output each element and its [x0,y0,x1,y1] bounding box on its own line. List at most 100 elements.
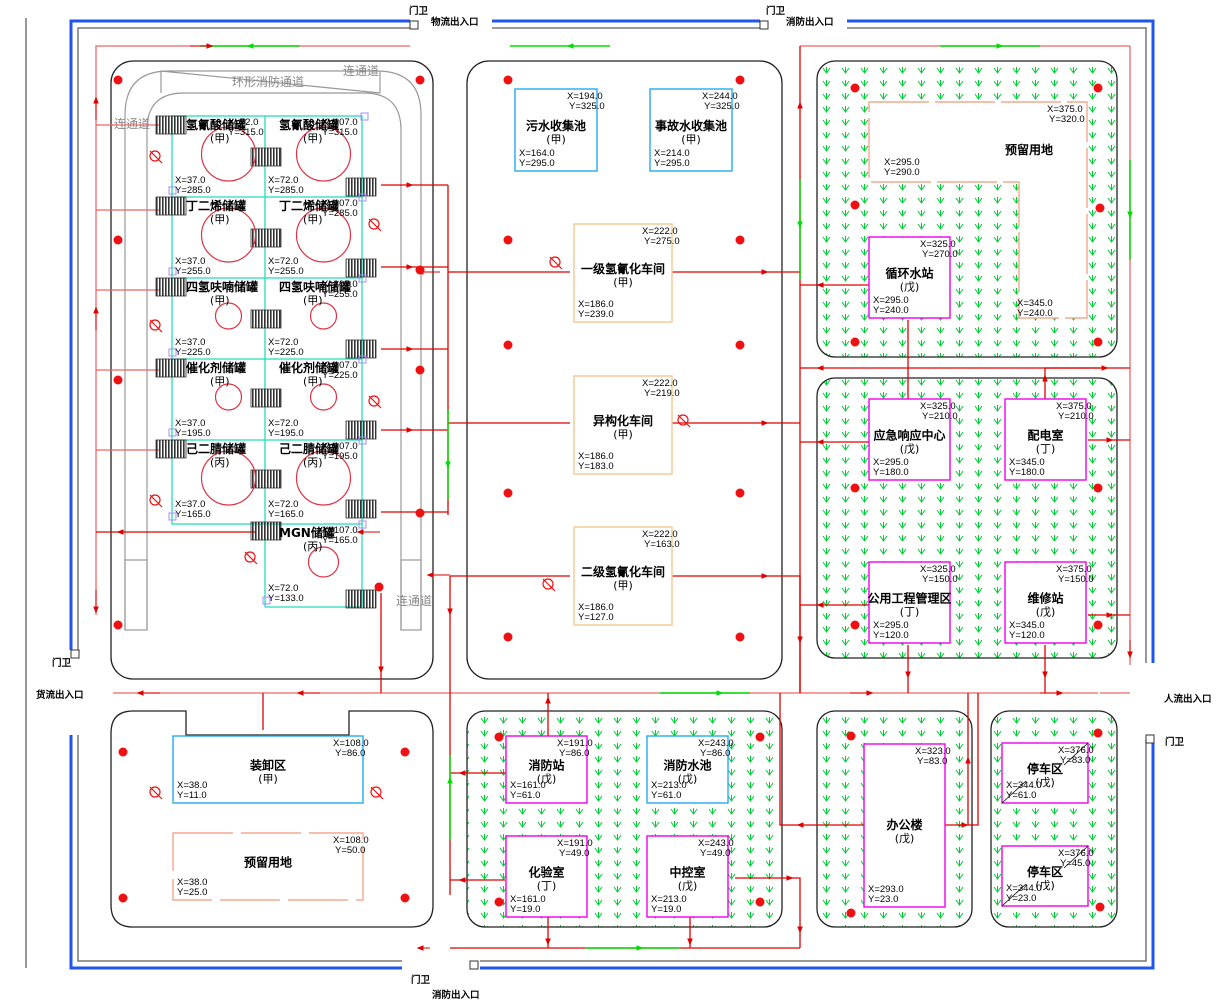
coord-top-right-x: X=107.0 [322,441,358,452]
tank-class: (甲) [210,375,230,388]
fire-hydrant-icon [503,488,513,498]
storage-tank[interactable]: 四氢呋喃储罐(甲)X=107.0Y=255.0X=72.0Y=225.0 [268,279,358,358]
building-utility-mgmt[interactable]: 公用工程管理区(丁)X=325.0Y=150.0X=295.0Y=120.0 [867,561,958,644]
corner-marker-icon [168,186,177,195]
monitor-stem [677,414,691,428]
storage-tank[interactable]: 丁二烯储罐(甲)X=37.0Y=255.0 [175,198,257,277]
building-reserve-ne[interactable]: 预留用地X=375.0Y=320.0X=295.0Y=290.0X=345.0Y… [868,101,1088,319]
coord-bottom-left-x: X=72.0 [268,175,298,186]
road-route [779,693,865,826]
fire-hydrant-icon [735,340,745,350]
building-fire-water-pool[interactable]: 消防水池(戊)X=243.0Y=86.0X=213.0Y=61.0 [646,735,734,804]
tank-class: (甲) [210,213,230,226]
building-parking-1[interactable]: 停车区(戊)X=376.0Y=83.0X=344.0Y=61.0 [1001,742,1094,804]
storage-tank[interactable]: 丁二烯储罐(甲)X=107.0Y=285.0X=72.0Y=255.0 [268,198,358,277]
pump-block-icon [250,521,282,541]
storage-tank[interactable]: 氢氰酸储罐(甲)X=72.0Y=315.0X=37.0Y=285.0 [175,117,264,196]
storage-tank[interactable]: 己二腈储罐(丙)X=37.0Y=165.0 [175,441,257,520]
building-parking-2[interactable]: 停车区(戊)X=376.0Y=45.0X=344.0Y=23.0 [1001,845,1094,907]
monitor-stem [368,218,382,232]
fire-hydrant-icon [1093,620,1103,630]
pump-block-icon [345,339,377,359]
monitor-stem [149,786,163,800]
pump-block-icon [155,358,187,378]
building-class: (甲) [681,133,701,146]
road-route [95,45,410,290]
coord-top-right-y: Y=165.0 [322,535,358,546]
building-substation[interactable]: 配电室(丁)X=375.0Y=210.0X=345.0Y=180.0 [1004,398,1094,481]
building-outline [505,735,588,804]
coord-top-right-x: X=376.0 [1058,848,1094,859]
coord-bottom-left-y: Y=180.0 [1009,467,1045,478]
storage-tank[interactable]: MGN储罐(丙)X=107.0Y=165.0X=72.0Y=133.0 [268,525,358,604]
building-outline [573,223,673,323]
building-isomerization[interactable]: 异构化车间(甲)X=222.0Y=219.0X=186.0Y=183.0 [573,375,680,475]
building-name: 停车区 [1027,864,1063,879]
building-emergency-center[interactable]: 应急响应中心(戊)X=325.0Y=210.0X=295.0Y=180.0 [868,398,958,481]
coord-bottom-left-y: Y=255.0 [268,266,304,277]
road-route [1044,367,1100,410]
fire-hydrant-icon [735,632,745,642]
guard-house-label: 门卫 [409,5,429,17]
coord-top-right-y: Y=86.0 [559,748,589,759]
building-control-room[interactable]: 中控室(戊)X=243.0Y=49.0X=213.0Y=19.0 [646,835,734,918]
monitor-ring [244,551,256,563]
road-route [935,693,979,826]
building-hydrocyanation-1[interactable]: 一级氢氰化车间(甲)X=222.0Y=275.0X=186.0Y=239.0 [573,223,680,323]
building-outline [1001,742,1089,804]
storage-tank[interactable]: 四氢呋喃储罐(甲)X=37.0Y=225.0 [175,279,258,358]
coord-bottom-left-x: X=37.0 [175,418,205,429]
building-cooling-water[interactable]: 循环水站(戊)X=325.0Y=270.0X=295.0Y=240.0 [868,236,958,319]
storage-tank[interactable]: 己二腈储罐(丙)X=107.0Y=195.0X=72.0Y=165.0 [268,441,358,520]
building-hydrocyanation-2[interactable]: 二级氢氰化车间(甲)X=222.0Y=163.0X=186.0Y=127.0 [573,526,680,626]
coord-top-right-y: Y=50.0 [335,845,365,856]
storage-tank[interactable]: 催化剂储罐(甲)X=37.0Y=195.0 [175,360,246,439]
coord-bottom-left-y: Y=295.0 [519,158,555,169]
coord-bottom-left-x: X=214.0 [654,148,690,159]
pump-block-icon [155,277,187,297]
corner-marker-icon [168,428,177,437]
tank-circle-icon [307,546,340,578]
building-name: 污水收集池 [526,118,586,133]
monitor-stem [368,395,382,409]
building-loading[interactable]: 装卸区(甲)X=108.0Y=86.0X=38.0Y=11.0 [172,735,369,804]
coord-bottom-left-x: X=344.0 [1006,883,1042,894]
building-maintenance[interactable]: 维修站(戊)X=375.0Y=150.0X=345.0Y=120.0 [1004,561,1094,644]
tank-class: (甲) [303,375,323,388]
corner-marker-icon [168,267,177,276]
storage-tank[interactable]: 催化剂储罐(甲)X=107.0Y=225.0X=72.0Y=195.0 [268,360,358,439]
coord-bottom-left-y: Y=225.0 [268,347,304,358]
loading-block [110,710,434,928]
fire-monitor-icon [149,786,163,800]
process-block [466,60,783,680]
building-lab[interactable]: 化验室(丁)X=191.0Y=49.0X=161.0Y=19.0 [505,835,593,918]
tank-name: 己二腈储罐 [186,441,246,456]
building-accident-pool[interactable]: 事故水收集池(甲)X=244.0Y=325.0X=214.0Y=295.0 [649,88,740,172]
tank-class: (丙) [303,456,323,469]
coord-bottom-left-y: Y=19.0 [510,904,540,915]
coord-top-right-y: Y=150.0 [1058,574,1094,585]
guard-house-label: 门卫 [1165,736,1185,748]
pump-block-icon [250,228,282,248]
building-office[interactable]: 办公楼(戊)X=323.0Y=83.0X=293.0Y=23.0 [863,743,951,908]
corner-marker-icon [262,596,271,605]
corner-marker-icon [358,274,367,283]
tank-circle-icon [295,450,352,506]
coord-top-right-y: Y=86.0 [700,748,730,759]
coord-top-right-y: Y=49.0 [559,848,589,859]
storage-tank[interactable]: 氢氰酸储罐(甲)X=107.0Y=315.0X=72.0Y=285.0 [268,117,358,196]
building-sewage-pool[interactable]: 污水收集池(甲)X=194.0Y=325.0X=164.0Y=295.0 [514,88,605,172]
coord-top-right-y: Y=320.0 [1049,114,1085,125]
coord-top-right-y: Y=275.0 [644,236,680,247]
coord-top-right-y: Y=83.0 [917,756,947,767]
building-fire-station[interactable]: 消防站(戊)X=191.0Y=86.0X=161.0Y=61.0 [505,735,593,804]
coord-bottom-left-x: X=72.0 [268,499,298,510]
coord-bottom-left-x: X=344.0 [1006,780,1042,791]
fire-hydrant-icon [850,200,860,210]
